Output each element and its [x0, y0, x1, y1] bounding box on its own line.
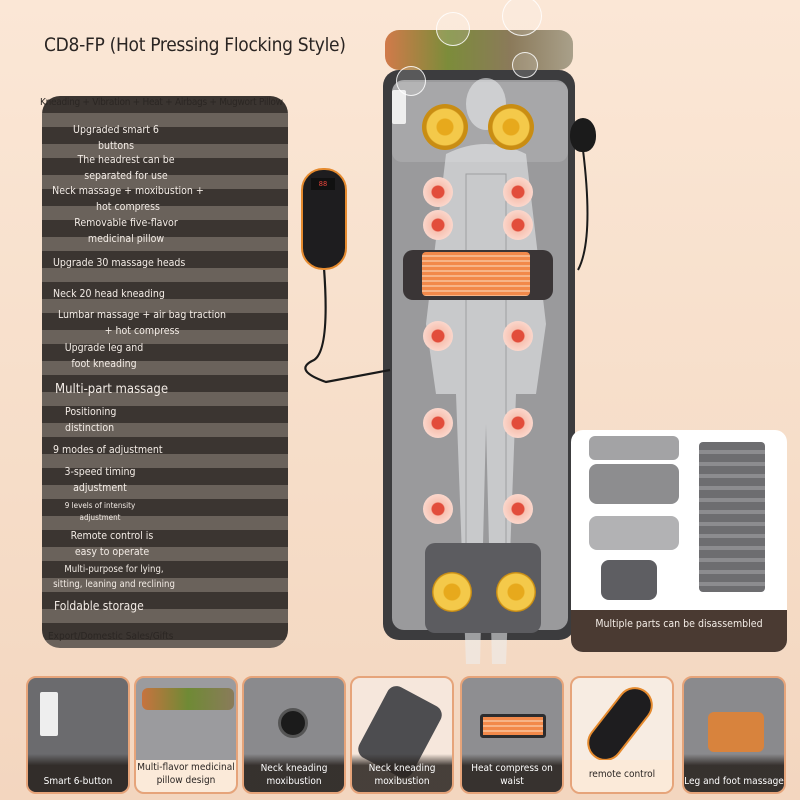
thumbnail-caption: Smart 6-button — [28, 754, 128, 792]
herb-bolster — [385, 30, 573, 70]
neck-kneading-head — [422, 104, 468, 150]
massage-node — [503, 494, 533, 524]
thumbnail-caption: Leg and foot massage — [684, 754, 784, 792]
thumbnail-caption: Multi-flavor medicinal pillow design — [136, 760, 236, 792]
feature-item: The headrest can be separated for use — [77, 154, 175, 182]
feature-item: Removable five-flavor medicinal pillow — [74, 217, 178, 245]
massage-node — [423, 210, 453, 240]
heat-element — [422, 252, 530, 296]
feature-panel — [42, 96, 288, 648]
massage-node — [423, 494, 453, 524]
thumbnail-caption: Neck kneading moxibustion — [352, 754, 452, 792]
mat-control-panel — [392, 90, 406, 124]
feature-item: 9 levels of intensity adjustment — [64, 501, 136, 522]
parts-caption: Multiple parts can be disassembled — [571, 610, 787, 652]
massage-node — [423, 408, 453, 438]
thumbnail-caption: Neck kneading moxibustion — [244, 754, 344, 792]
page-title: CD8-FP (Hot Pressing Flocking Style) — [44, 34, 346, 56]
thumbnail-recline: Neck kneading moxibustion — [350, 676, 454, 794]
foot-kneading-head — [496, 572, 536, 612]
feature-item: Upgrade leg and foot kneading — [64, 342, 144, 370]
massage-node — [503, 408, 533, 438]
thumbnail-waist-heat: Heat compress on waist — [460, 676, 564, 794]
herb-bubble — [502, 0, 542, 36]
massage-node — [503, 321, 533, 351]
massage-node — [423, 177, 453, 207]
feature-item: Positioning distinction — [65, 406, 117, 434]
feature-item: 3-speed timing adjustment — [64, 466, 136, 494]
feature-item: Multi-purpose for lying, sitting, leanin… — [53, 564, 175, 590]
feature-item: Upgrade 30 massage heads — [53, 257, 186, 269]
thumbnail-caption: remote control — [572, 760, 672, 792]
feature-item: Multi-part massage — [55, 382, 169, 397]
panel-footer: Export/Domestic Sales/Gifts — [48, 631, 174, 642]
remote-cable — [304, 149, 589, 384]
thumbnail-smart-buttons: Smart 6-button — [26, 676, 130, 794]
massage-node — [503, 210, 533, 240]
thumbnail-remote: remote control — [570, 676, 674, 794]
thumbnail-neck: Neck kneading moxibustion — [242, 676, 346, 794]
feature-item: Foldable storage — [54, 599, 144, 613]
thumbnail-caption: Heat compress on waist — [462, 754, 562, 792]
feature-item: Lumbar massage + air bag traction + hot … — [57, 309, 227, 337]
neck-kneading-head — [488, 104, 534, 150]
thumbnail-leg-foot: Leg and foot massage — [682, 676, 786, 794]
massage-node — [423, 321, 453, 351]
feature-item: Remote control is easy to operate — [70, 530, 154, 558]
herb-bubble — [396, 66, 426, 96]
feature-item: Upgraded smart 6 buttons — [73, 124, 159, 152]
panel-header: Kneading + Vibration + Heat + Airbags + … — [40, 97, 283, 108]
thumbnail-pillow: Multi-flavor medicinal pillow design — [134, 676, 238, 794]
feature-item: 9 modes of adjustment — [53, 444, 163, 456]
air-pump-bulb — [570, 118, 596, 152]
remote-display: 88 — [311, 178, 335, 190]
feature-item: Neck massage + moxibustion + hot compres… — [52, 185, 204, 213]
feature-item: Neck 20 head kneading — [53, 288, 165, 300]
massage-node — [503, 177, 533, 207]
herb-bubble — [436, 12, 470, 46]
foot-kneading-head — [432, 572, 472, 612]
herb-bubble — [512, 52, 538, 78]
